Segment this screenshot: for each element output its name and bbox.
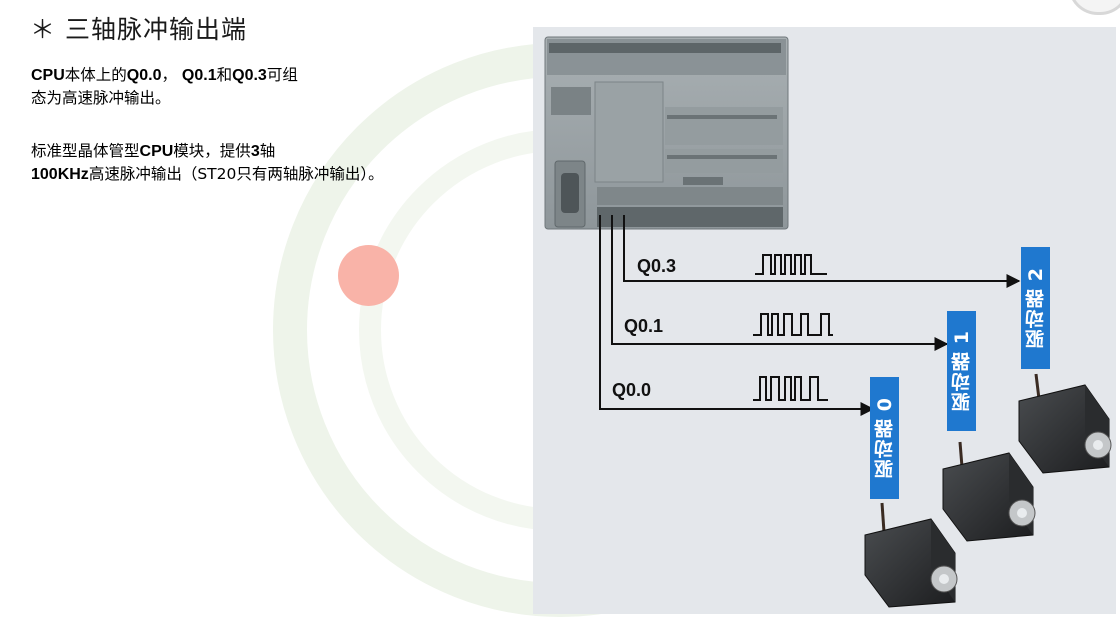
driver-box-1: 驱动器 1 <box>947 311 976 431</box>
text-run: 态为高速脉冲输出。 <box>31 89 171 107</box>
paragraph-line: 100KHz高速脉冲输出（ST20只有两轴脉冲输出）。 <box>31 163 384 186</box>
driver-label: 驱动器 2 <box>1025 267 1047 349</box>
driver-cables <box>880 373 1041 533</box>
laser-pointer <box>338 245 399 306</box>
stepper-motor-1 <box>942 452 1036 542</box>
driver-label: 驱动器 0 <box>874 397 896 479</box>
driver-box-2: 驱动器 2 <box>1021 247 1050 369</box>
text-run: CPU本体上的Q0.0， Q0.1和Q0.3可组 <box>31 66 298 84</box>
wire-q0-0 <box>599 215 875 416</box>
slide-title: ＊ 三轴脉冲输出端 <box>30 15 247 44</box>
paragraph-line: 态为高速脉冲输出。 <box>31 87 298 109</box>
wire-q0-3 <box>623 215 1021 288</box>
paragraph-line: CPU本体上的Q0.0， Q0.1和Q0.3可组 <box>31 64 298 87</box>
plc-cpu-module <box>544 36 789 230</box>
paragraph-line: 标准型晶体管型CPU模块，提供3轴 <box>31 140 384 163</box>
wire-q0-1 <box>611 215 949 351</box>
text-run: 标准型晶体管型CPU模块，提供3轴 <box>31 142 276 160</box>
text-run: 100KHz高速脉冲输出（ST20只有两轴脉冲输出）。 <box>31 165 384 183</box>
wiring-diagram: Q0.3 Q0.1 Q0.0 驱动器 0 驱动器 1 驱动器 2 <box>533 27 1116 614</box>
diagram-drawing <box>544 36 1112 608</box>
pulse-waveform-q0-3 <box>755 254 827 275</box>
pulse-waveforms <box>753 254 833 401</box>
output-label-q0-1: Q0.1 <box>624 316 664 336</box>
driver-label: 驱动器 1 <box>951 330 973 412</box>
signal-wires <box>599 215 1021 416</box>
output-label-q0-0: Q0.0 <box>612 380 652 400</box>
stepper-motor-2 <box>1018 384 1112 474</box>
output-label-q0-3: Q0.3 <box>637 256 677 276</box>
paragraph-pulse-outputs: CPU本体上的Q0.0， Q0.1和Q0.3可组 态为高速脉冲输出。 <box>31 64 298 109</box>
pulse-waveform-q0-0 <box>753 376 828 401</box>
pulse-waveform-q0-1 <box>753 313 833 336</box>
stepper-motor-0 <box>864 518 958 608</box>
paragraph-cpu-module: 标准型晶体管型CPU模块，提供3轴 100KHz高速脉冲输出（ST20只有两轴脉… <box>31 140 384 186</box>
driver-box-0: 驱动器 0 <box>870 377 899 499</box>
